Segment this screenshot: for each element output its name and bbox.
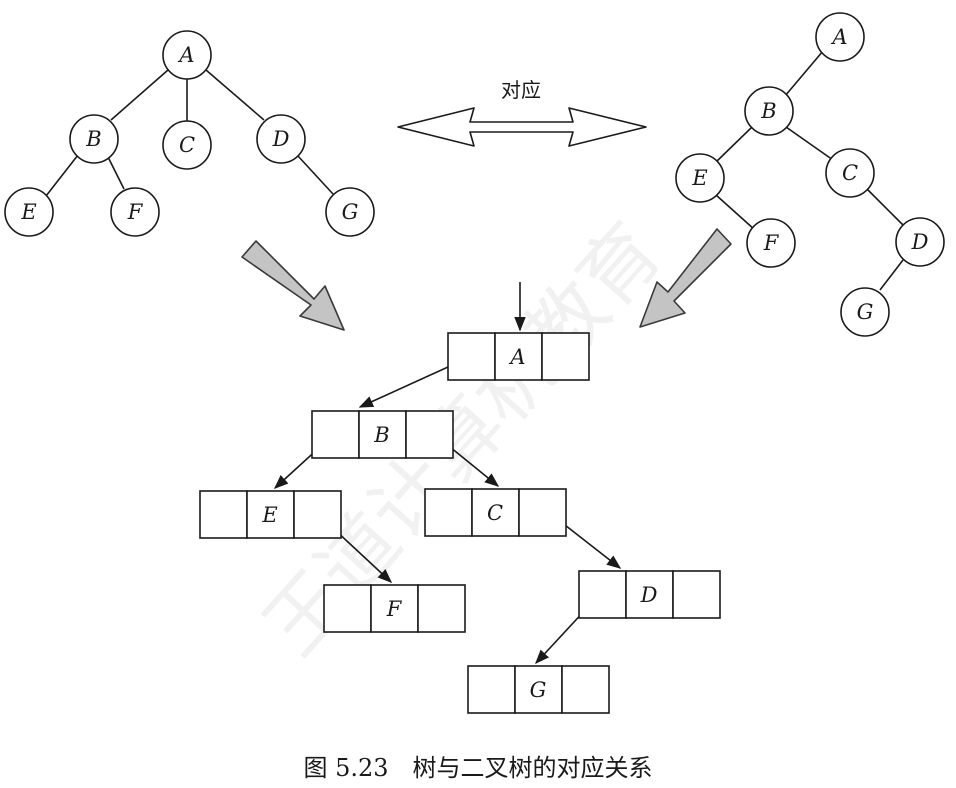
data-cell	[358, 410, 407, 459]
left-tree-edge-a-d	[205, 69, 265, 121]
svg-text:F: F	[386, 597, 403, 621]
right-tree-node-c: C	[825, 148, 875, 198]
svg-text:B: B	[760, 99, 776, 123]
svg-text:B: B	[373, 423, 389, 447]
svg-text:D: D	[911, 230, 929, 254]
svg-text:G: G	[342, 200, 359, 224]
correspondence-label: 对应	[501, 78, 541, 102]
svg-text:E: E	[20, 200, 36, 224]
svg-text:B: B	[85, 127, 101, 151]
first-child-pointer-cell	[424, 488, 473, 537]
first-child-pointer-cell	[467, 665, 516, 714]
left-tree-node-c: C	[162, 120, 212, 170]
next-sibling-pointer-cell	[417, 584, 466, 633]
left-tree-edge-b-e	[45, 154, 79, 197]
right-tree-node-e: E	[675, 153, 725, 203]
data-cell	[625, 570, 674, 619]
data-cell	[471, 488, 520, 537]
right-tree-node-g: G	[840, 287, 890, 337]
right-tree-node-d: D	[895, 217, 945, 267]
left-tree-edge-b-f	[107, 156, 125, 190]
double-arrow-icon	[397, 107, 647, 147]
data-cell	[494, 332, 543, 381]
svg-text:A: A	[177, 43, 194, 67]
right-tree-edge-a-b	[784, 50, 824, 97]
svg-text:A: A	[830, 25, 847, 49]
right-tree-edge-b-c	[785, 126, 834, 161]
svg-text:G: G	[857, 300, 874, 324]
figure-caption: 图 5.23 树与二叉树的对应关系	[303, 754, 652, 782]
linked-storage: A B E C F	[199, 282, 721, 714]
svg-text:D: D	[272, 127, 290, 151]
next-sibling-pointer-cell	[672, 570, 721, 619]
right-tree-edge-b-e	[715, 126, 753, 163]
next-sibling-pointer-cell	[518, 488, 567, 537]
left-tree-node-a: A	[162, 30, 212, 80]
correspondence-arrow: 对应	[397, 78, 647, 147]
storage-node-f: F	[323, 584, 466, 633]
left-tree-node-e: E	[4, 187, 54, 237]
data-cell	[514, 665, 563, 714]
gray-arrow-right-icon	[639, 228, 732, 328]
left-tree-node-f: F	[110, 187, 160, 237]
right-tree-node-f: F	[746, 218, 796, 268]
left-tree: A B C D E F G	[4, 30, 375, 237]
first-child-pointer-cell	[447, 332, 496, 381]
first-child-pointer-cell	[323, 584, 372, 633]
svg-text:C: C	[179, 133, 195, 157]
data-cell	[246, 490, 295, 539]
storage-node-b: B	[311, 410, 454, 459]
right-tree-node-a: A	[815, 12, 865, 62]
svg-text:A: A	[508, 345, 525, 369]
next-sibling-pointer-cell	[405, 410, 454, 459]
right-tree-edge-c-d	[865, 187, 905, 227]
right-tree-edge-d-g	[879, 259, 904, 291]
left-tree-edge-d-g	[297, 155, 334, 195]
svg-text:C: C	[842, 161, 858, 185]
storage-node-a: A	[447, 332, 590, 381]
gray-arrow-left-icon	[241, 240, 345, 331]
storage-node-e: E	[199, 490, 342, 539]
svg-text:G: G	[530, 678, 547, 702]
svg-text:F: F	[763, 231, 780, 255]
next-sibling-pointer-cell	[561, 665, 610, 714]
left-tree-node-b: B	[69, 114, 119, 164]
right-tree-node-b: B	[744, 86, 794, 136]
left-tree-edge-a-b	[110, 69, 169, 121]
first-child-pointer-cell	[578, 570, 627, 619]
storage-node-g: G	[467, 665, 610, 714]
svg-text:D: D	[640, 583, 658, 607]
next-sibling-pointer-cell	[541, 332, 590, 381]
svg-text:C: C	[487, 501, 503, 525]
data-cell	[370, 584, 419, 633]
first-child-pointer-cell	[311, 410, 360, 459]
svg-text:E: E	[261, 503, 277, 527]
svg-text:F: F	[127, 200, 144, 224]
svg-text:E: E	[691, 166, 707, 190]
storage-node-d: D	[578, 570, 721, 619]
right-tree: A B E C F D G	[675, 12, 945, 337]
left-tree-node-g: G	[325, 187, 375, 237]
next-sibling-pointer-cell	[293, 490, 342, 539]
storage-node-c: C	[424, 488, 567, 537]
left-tree-node-d: D	[256, 114, 306, 164]
right-tree-edge-e-f	[715, 194, 756, 231]
first-child-pointer-cell	[199, 490, 248, 539]
